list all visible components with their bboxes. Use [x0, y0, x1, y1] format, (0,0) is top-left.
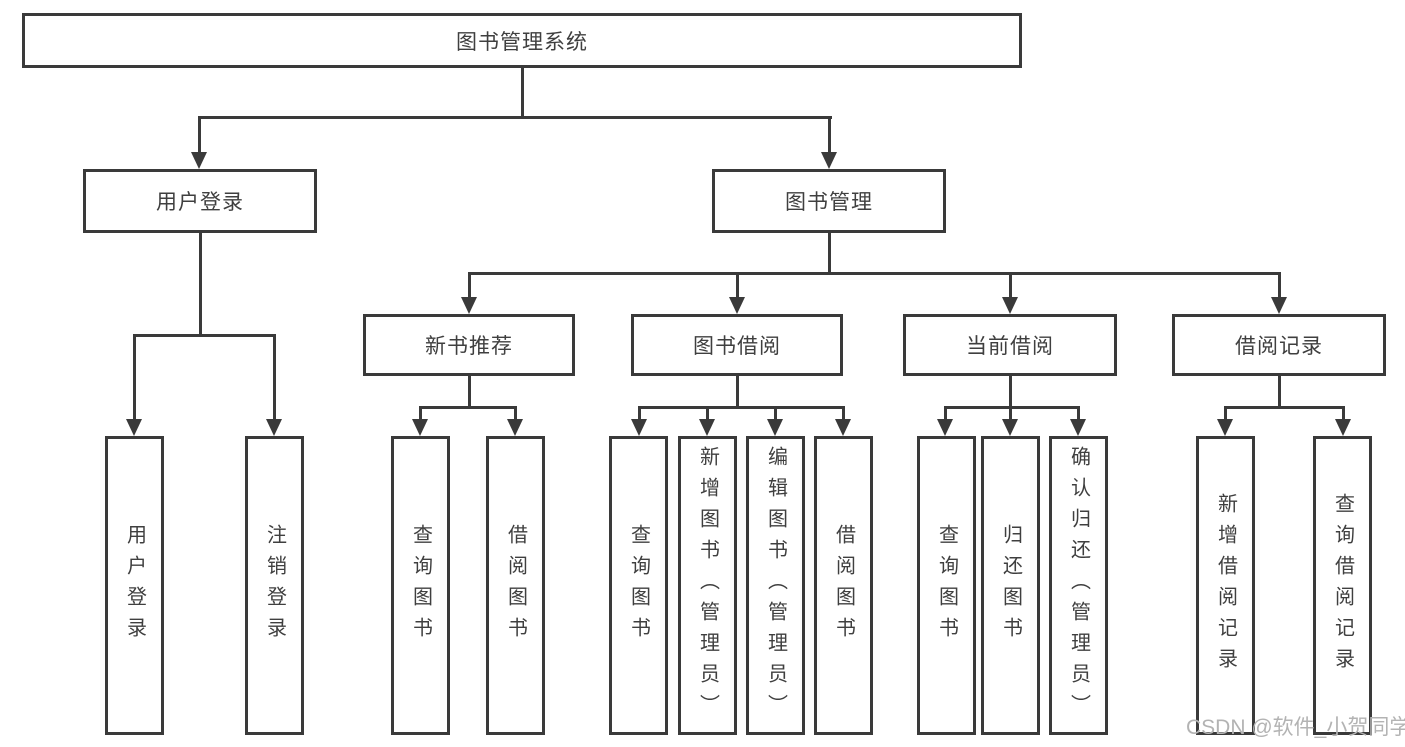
leaf-borrow-borrow-books: 借阅图书 [814, 436, 873, 735]
arrow-down-icon [1335, 419, 1351, 436]
leaf-login-user-login: 用户登录 [105, 436, 164, 735]
node-current-borrowing: 当前借阅 [903, 314, 1117, 376]
connector-line [1278, 376, 1281, 409]
node-book-management: 图书管理 [712, 169, 946, 233]
connector-line [273, 334, 276, 420]
leaf-label: 编辑图书（管理员） [764, 446, 787, 725]
leaf-label: 用户登录 [123, 523, 146, 648]
leaf-records-add-borrow-record: 新增借阅记录 [1196, 436, 1255, 735]
connector-line [1278, 272, 1281, 299]
watermark: CSDN @软件_小贺同学 [1186, 716, 1405, 739]
connector-line [133, 334, 276, 337]
node-root-label: 图书管理系统 [456, 30, 588, 54]
arrow-down-icon [699, 419, 715, 436]
arrow-down-icon [126, 419, 142, 436]
arrow-down-icon [767, 419, 783, 436]
leaf-borrow-edit-books-admin: 编辑图书（管理员） [746, 436, 805, 735]
node-user-login-label: 用户登录 [156, 191, 244, 214]
connector-line [706, 406, 709, 422]
connector-line [828, 233, 831, 275]
connector-line [521, 66, 524, 118]
arrow-down-icon [821, 152, 837, 169]
arrow-down-icon [937, 419, 953, 436]
arrow-down-icon [631, 419, 647, 436]
arrow-down-icon [266, 419, 282, 436]
arrow-down-icon [507, 419, 523, 436]
arrow-down-icon [1002, 297, 1018, 314]
connector-line [468, 272, 1281, 275]
node-root: 图书管理系统 [22, 13, 1022, 68]
connector-line [199, 233, 202, 336]
leaf-label: 新增图书（管理员） [696, 446, 719, 725]
leaf-current-return-books: 归还图书 [981, 436, 1040, 735]
leaf-label: 确认归还（管理员） [1067, 446, 1090, 725]
leaf-label: 借阅图书 [504, 523, 527, 648]
connector-line [419, 406, 422, 422]
connector-line [842, 406, 845, 422]
connector-line [736, 376, 739, 409]
node-borrowing-records-label: 借阅记录 [1235, 335, 1323, 358]
connector-line [944, 406, 947, 422]
connector-line [638, 406, 641, 422]
node-new-book-recommendation-label: 新书推荐 [425, 335, 513, 358]
node-borrowing-records: 借阅记录 [1172, 314, 1386, 376]
node-book-borrowing: 图书借阅 [631, 314, 843, 376]
leaf-login-logout: 注销登录 [245, 436, 304, 735]
leaf-label: 新增借阅记录 [1214, 492, 1237, 679]
arrow-down-icon [412, 419, 428, 436]
connector-line [774, 406, 777, 422]
arrow-down-icon [1070, 419, 1086, 436]
arrow-down-icon [1271, 297, 1287, 314]
arrow-down-icon [191, 152, 207, 169]
connector-line [198, 116, 832, 119]
arrow-down-icon [729, 297, 745, 314]
connector-line [1009, 406, 1012, 422]
leaf-label: 借阅图书 [832, 523, 855, 648]
leaf-label: 注销登录 [263, 523, 286, 648]
connector-line [198, 116, 201, 154]
leaf-label: 查询图书 [935, 523, 958, 648]
connector-line [468, 272, 471, 299]
leaf-recommend-borrow-books: 借阅图书 [486, 436, 545, 735]
node-new-book-recommendation: 新书推荐 [363, 314, 575, 376]
node-book-management-label: 图书管理 [785, 191, 873, 214]
connector-line [828, 116, 831, 154]
leaf-label: 查询图书 [627, 523, 650, 648]
leaf-records-query-borrow-record: 查询借阅记录 [1313, 436, 1372, 735]
connector-line [1009, 272, 1012, 299]
node-current-borrowing-label: 当前借阅 [966, 335, 1054, 358]
leaf-label: 查询图书 [409, 523, 432, 648]
leaf-current-confirm-return-admin: 确认归还（管理员） [1049, 436, 1108, 735]
connector-line [638, 406, 844, 409]
arrow-down-icon [1217, 419, 1233, 436]
leaf-recommend-query-books: 查询图书 [391, 436, 450, 735]
connector-line [514, 406, 517, 422]
connector-line [468, 376, 471, 409]
node-book-borrowing-label: 图书借阅 [693, 335, 781, 358]
leaf-borrow-query-books: 查询图书 [609, 436, 668, 735]
connector-line [1077, 406, 1080, 422]
connector-line [133, 334, 136, 420]
node-user-login: 用户登录 [83, 169, 317, 233]
connector-line [419, 406, 517, 409]
connector-line [736, 272, 739, 299]
leaf-label: 查询借阅记录 [1331, 492, 1354, 679]
leaf-label: 归还图书 [999, 523, 1022, 648]
leaf-borrow-add-books-admin: 新增图书（管理员） [678, 436, 737, 735]
arrow-down-icon [835, 419, 851, 436]
leaf-current-query-books: 查询图书 [917, 436, 976, 735]
connector-line [1224, 406, 1343, 409]
connector-line [1224, 406, 1227, 422]
arrow-down-icon [1002, 419, 1018, 436]
connector-line [1009, 376, 1012, 409]
arrow-down-icon [461, 297, 477, 314]
connector-line [1342, 406, 1345, 422]
